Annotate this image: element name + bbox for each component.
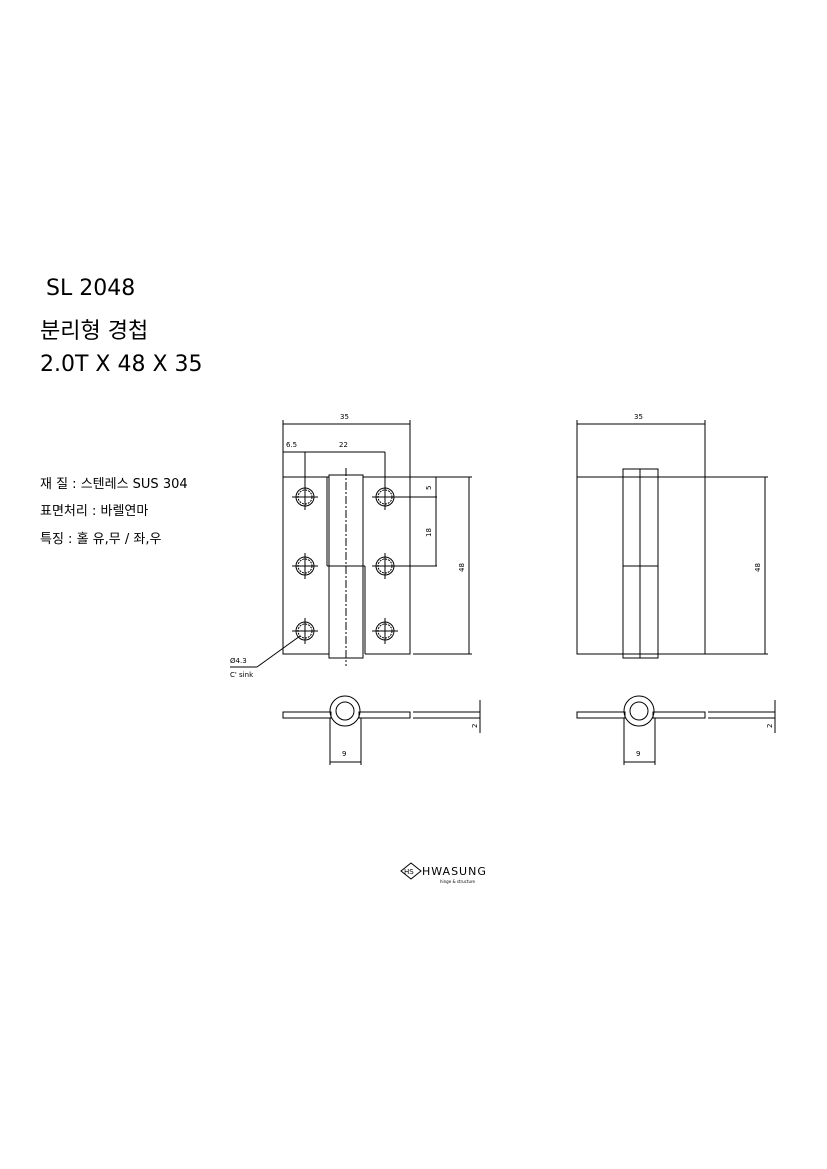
logo-diamond-icon [400,862,422,880]
dim-thickness-right: 2 [766,724,774,728]
dim-edge-offset: 6.5 [286,441,297,449]
holes [292,484,398,644]
front-view-with-holes [230,420,481,765]
spec-finish: 표면처리 : 바렐연마 [40,504,149,519]
hole-type-label: C' sink [230,671,254,679]
countersunk-hole [292,553,318,579]
spec-feature: 특징 : 홀 유,무 / 좌,우 [40,532,162,547]
product-name: 분리형 경첩 [40,319,149,344]
dim-hole-spacing-x: 22 [339,441,348,449]
product-size: 2.0T X 48 X 35 [40,352,203,377]
countersunk-hole [292,618,318,644]
svg-text:hinge & structure: hinge & structure [440,879,476,884]
hwasung-logo: HS HWASUNG hinge & structure [400,862,487,884]
spec-material: 재 질 : 스텐레스 SUS 304 [40,477,188,492]
dim-hole-spacing-y: 18 [425,528,433,537]
dim-knuckle: 9 [342,750,346,758]
svg-text:HS: HS [404,868,414,876]
front-view-plain [576,420,776,765]
hole-diameter-label: Ø4.3 [230,657,247,665]
dim-knuckle-right: 9 [636,750,640,758]
countersunk-hole [372,618,398,644]
dim-height: 48 [458,563,466,572]
dim-top-offset: 5 [425,486,433,490]
svg-text:HWASUNG: HWASUNG [422,865,487,878]
dim-thickness: 2 [471,724,479,728]
model-number: SL 2048 [46,276,136,301]
dim-height-right: 48 [754,563,762,572]
dim-width: 35 [340,413,349,421]
dim-width-right: 35 [634,413,643,421]
